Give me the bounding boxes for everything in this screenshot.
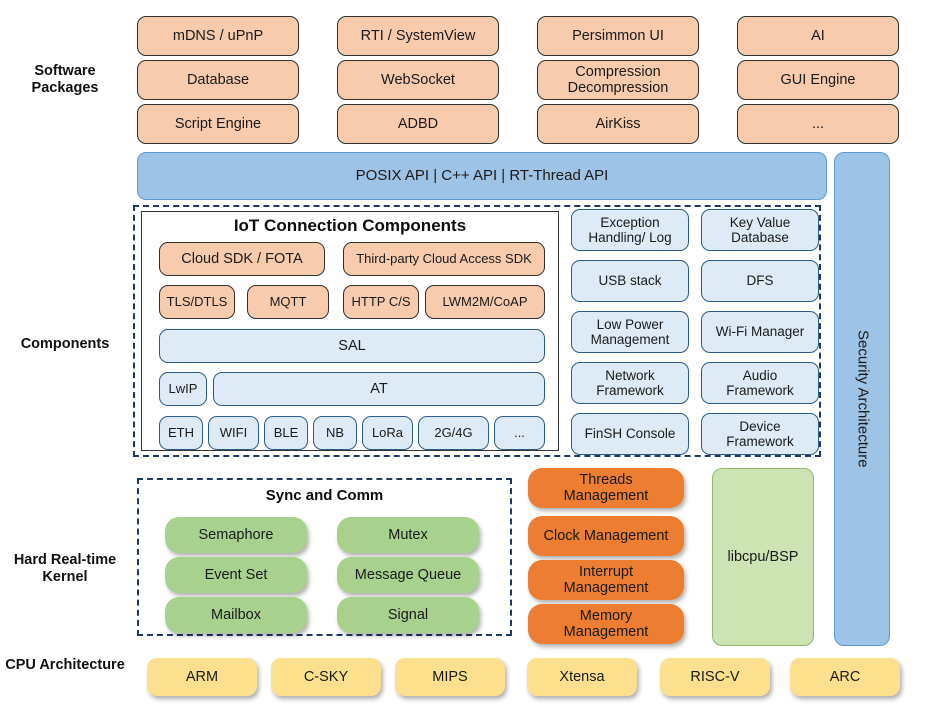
kernel-mailbox[interactable]: Mailbox [165, 597, 307, 633]
iot-connection-components-title: IoT Connection Components [233, 216, 467, 235]
cpu-arch-arm[interactable]: ARM [147, 658, 257, 696]
package-airkiss[interactable]: AirKiss [537, 104, 699, 144]
kernel-event-set[interactable]: Event Set [165, 557, 307, 593]
package-compression-decompression[interactable]: Compression Decompression [537, 60, 699, 100]
iot-link-nb[interactable]: NB [313, 416, 357, 450]
iot-link-lora[interactable]: LoRa [362, 416, 413, 450]
package-persimmon-ui[interactable]: Persimmon UI [537, 16, 699, 56]
cpu-arch-arc[interactable]: ARC [790, 658, 900, 696]
security-architecture-label: Security Architecture [854, 330, 872, 468]
kernel-threads-management[interactable]: Threads Management [528, 468, 684, 508]
component-audio-framework[interactable]: Audio Framework [701, 362, 819, 404]
components-region [133, 205, 821, 457]
iot-mqtt[interactable]: MQTT [247, 285, 329, 319]
cpu-arch-riscv[interactable]: RISC-V [660, 658, 770, 696]
component-dfs[interactable]: DFS [701, 260, 819, 302]
kernel-interrupt-management[interactable]: Interrupt Management [528, 560, 684, 600]
kernel-semaphore[interactable]: Semaphore [165, 517, 307, 553]
iot-tls-dtls[interactable]: TLS/DTLS [159, 285, 235, 319]
iot-lwip[interactable]: LwIP [159, 372, 207, 406]
package-websocket[interactable]: WebSocket [337, 60, 499, 100]
security-architecture-column: Security Architecture [834, 152, 890, 646]
component-finsh-console[interactable]: FinSH Console [571, 413, 689, 455]
iot-link-eth[interactable]: ETH [159, 416, 203, 450]
package-more[interactable]: ... [737, 104, 899, 144]
iot-http-cs[interactable]: HTTP C/S [343, 285, 419, 319]
row-label-kernel: Hard Real-time Kernel [13, 552, 117, 585]
component-low-power-management[interactable]: Low Power Management [571, 311, 689, 353]
kernel-message-queue[interactable]: Message Queue [337, 557, 479, 593]
cpu-arch-mips[interactable]: MIPS [395, 658, 505, 696]
package-database[interactable]: Database [137, 60, 299, 100]
row-label-cpu-architecture: CPU Architecture [5, 657, 125, 673]
sync-and-comm-region [137, 478, 512, 636]
component-usb-stack[interactable]: USB stack [571, 260, 689, 302]
package-mdns-upnp[interactable]: mDNS / uPnP [137, 16, 299, 56]
iot-sal[interactable]: SAL [159, 329, 545, 363]
kernel-clock-management[interactable]: Clock Management [528, 516, 684, 556]
kernel-signal[interactable]: Signal [337, 597, 479, 633]
component-network-framework[interactable]: Network Framework [571, 362, 689, 404]
kernel-mutex[interactable]: Mutex [337, 517, 479, 553]
iot-lwm2m-coap[interactable]: LWM2M/CoAP [425, 285, 545, 319]
component-key-value-database[interactable]: Key Value Database [701, 209, 819, 251]
package-adbd[interactable]: ADBD [337, 104, 499, 144]
row-label-software-packages: Software Packages [31, 63, 99, 96]
cpu-arch-xtensa[interactable]: Xtensa [527, 658, 637, 696]
package-script-engine[interactable]: Script Engine [137, 104, 299, 144]
package-rti-systemview[interactable]: RTI / SystemView [337, 16, 499, 56]
kernel-memory-management[interactable]: Memory Management [528, 604, 684, 644]
component-device-framework[interactable]: Device Framework [701, 413, 819, 455]
libcpu-bsp[interactable]: libcpu/BSP [712, 468, 814, 646]
iot-link-ble[interactable]: BLE [264, 416, 308, 450]
api-bar: POSIX API | C++ API | RT-Thread API [137, 152, 827, 200]
cpu-arch-csky[interactable]: C-SKY [271, 658, 381, 696]
component-exception-handling-log[interactable]: Exception Handling/ Log [571, 209, 689, 251]
iot-third-party-cloud-access-sdk[interactable]: Third-party Cloud Access SDK [343, 242, 545, 276]
iot-link-2g-4g[interactable]: 2G/4G [418, 416, 489, 450]
package-gui-engine[interactable]: GUI Engine [737, 60, 899, 100]
iot-link-more[interactable]: ... [494, 416, 545, 450]
iot-cloud-sdk-fota[interactable]: Cloud SDK / FOTA [159, 242, 325, 276]
iot-at[interactable]: AT [213, 372, 545, 406]
package-ai[interactable]: AI [737, 16, 899, 56]
sync-and-comm-title: Sync and Comm [265, 487, 384, 504]
component-wifi-manager[interactable]: Wi-Fi Manager [701, 311, 819, 353]
row-label-components: Components [20, 336, 110, 352]
iot-link-wifi[interactable]: WIFI [208, 416, 259, 450]
